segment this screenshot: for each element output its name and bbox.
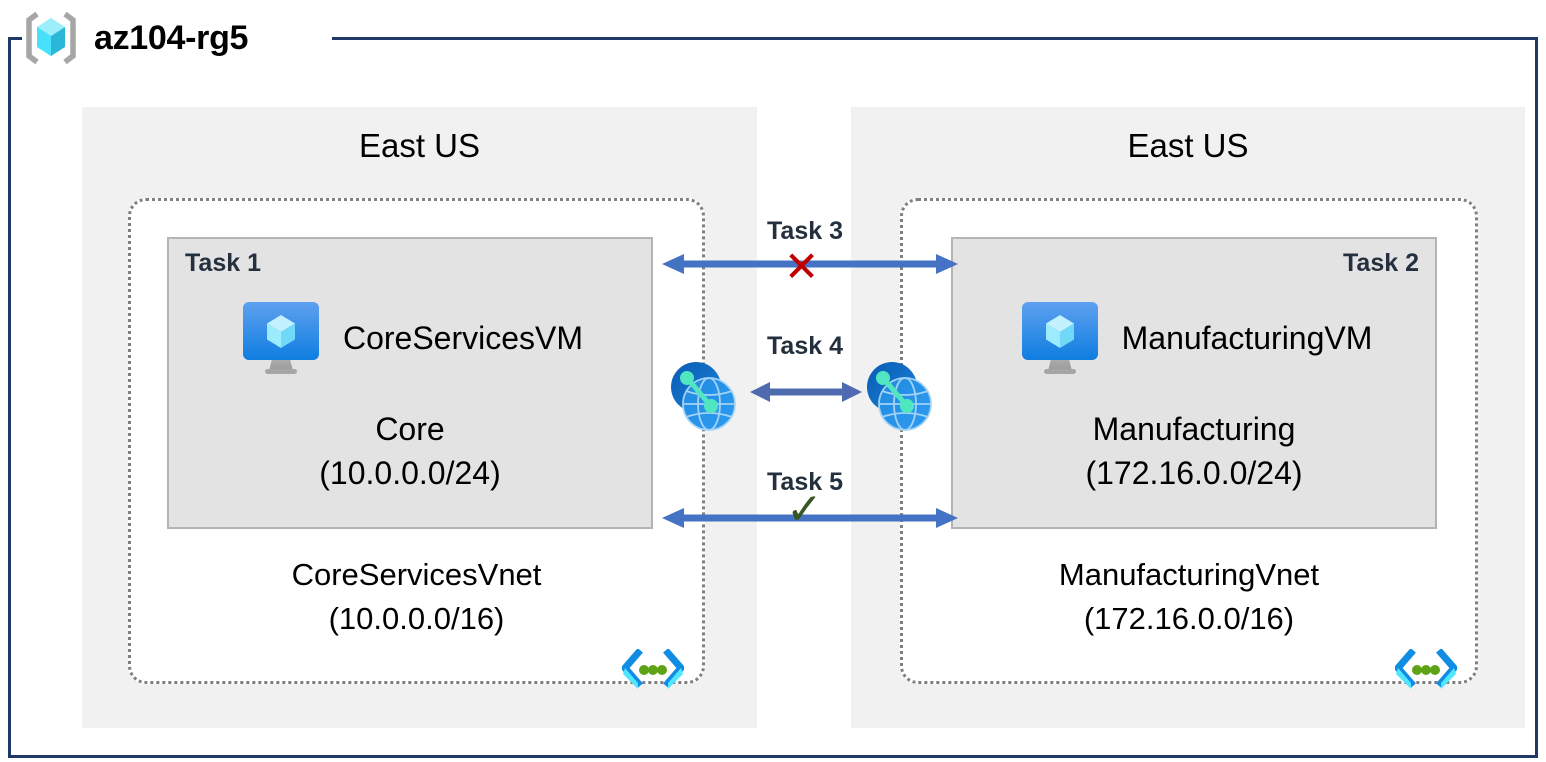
vnet-name-right: ManufacturingVnet <box>1058 557 1320 592</box>
subnet-box-manufacturing: Task 2 <box>951 237 1437 529</box>
vnet-name-left: CoreServicesVnet <box>291 557 542 592</box>
virtual-machine-icon <box>237 299 325 377</box>
resource-group-name: az104-rg5 <box>94 18 249 57</box>
vnet-address-space-left: (10.0.0.0/16) <box>328 601 505 636</box>
virtual-machine-icon <box>1016 299 1104 377</box>
vm-name-manufacturingvm: ManufacturingVM <box>1121 319 1373 356</box>
vm-row-right: ManufacturingVM <box>953 299 1435 377</box>
connector-label-task4: Task 4 <box>767 332 843 360</box>
virtual-network-icon <box>620 648 686 693</box>
vm-name-coreservicesvm: CoreServicesVM <box>342 319 584 356</box>
task-tag-2: Task 2 <box>1343 249 1419 277</box>
connector-label-task5: Task 5 <box>767 468 843 496</box>
vnet-peering-icon <box>664 357 742 435</box>
vnet-address-space-right: (172.16.0.0/16) <box>1083 601 1295 636</box>
subnet-caption-right: Manufacturing (172.16.0.0/24) <box>953 407 1435 495</box>
region-label-right: East US <box>1127 127 1249 164</box>
connector-arrow-task5 <box>662 508 958 528</box>
subnet-name-core: Core <box>375 411 445 447</box>
connector-arrow-task4 <box>750 382 862 402</box>
connector-arrow-task3 <box>662 254 958 274</box>
subnet-caption-left: Core (10.0.0.0/24) <box>169 407 651 495</box>
vnet-peering-icon <box>860 357 938 435</box>
vnet-caption-left: CoreServicesVnet (10.0.0.0/16) <box>131 553 702 641</box>
vnet-caption-right: ManufacturingVnet (172.16.0.0/16) <box>903 553 1475 641</box>
resource-group-cube-icon <box>20 10 82 66</box>
subnet-prefix-manufacturing: (172.16.0.0/24) <box>1085 455 1303 491</box>
vm-row-left: CoreServicesVM <box>169 299 651 377</box>
subnet-box-core: Task 1 <box>167 237 653 529</box>
virtual-network-icon <box>1393 648 1459 693</box>
subnet-name-manufacturing: Manufacturing <box>1092 411 1296 447</box>
connector-label-task3: Task 3 <box>767 217 843 245</box>
resource-group-header: az104-rg5 <box>20 10 248 66</box>
task-tag-1: Task 1 <box>185 249 261 277</box>
region-label-left: East US <box>358 127 481 164</box>
subnet-prefix-core: (10.0.0.0/24) <box>319 455 501 491</box>
resource-group-frame <box>8 37 1538 758</box>
